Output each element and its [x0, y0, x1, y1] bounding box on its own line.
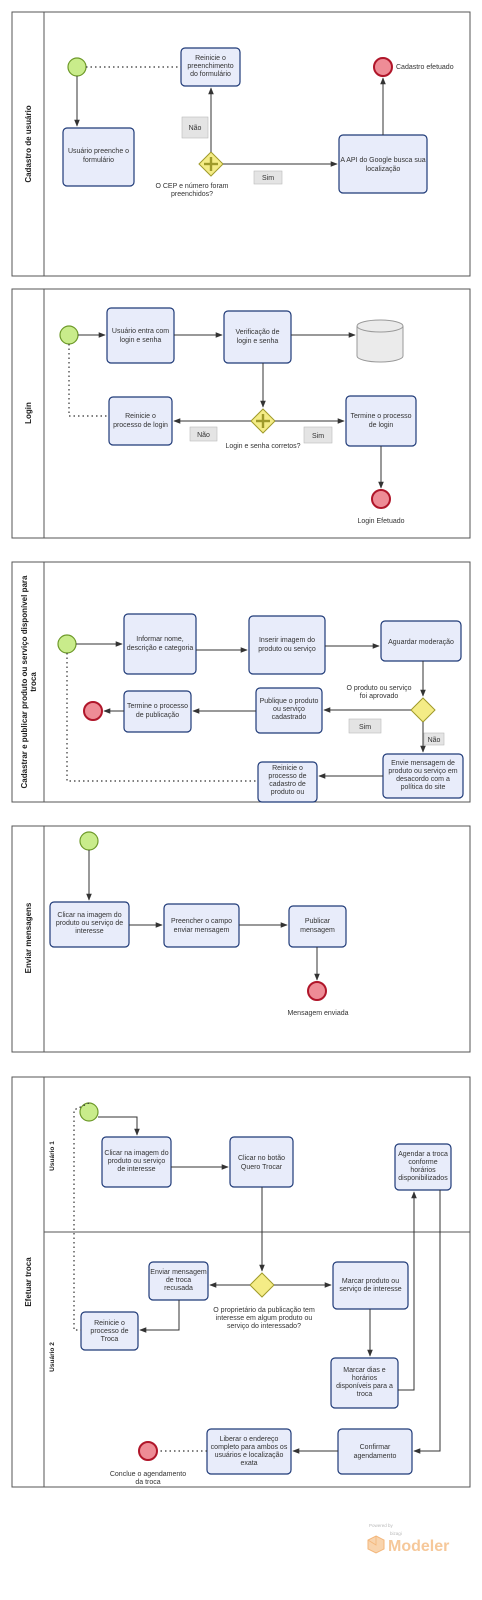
pool-troca: Efetuar troca Usuário 1 Usuário 2 Clicar…: [11, 1076, 471, 1488]
task-informar-label: Informar nome,descrição e categoria: [127, 636, 194, 652]
bizagi-logo-icon: [367, 1535, 385, 1554]
end-event: [307, 981, 327, 1001]
flag-sim-text: Sim: [262, 175, 274, 182]
task-verificacao[interactable]: [223, 310, 292, 364]
task-agendar-troca[interactable]: [394, 1143, 452, 1191]
flag-sim: [253, 170, 283, 185]
task-usuario-entra[interactable]: [106, 307, 175, 364]
end-cadastro-label: Cadastro efetuado: [396, 64, 454, 71]
task-clicar-quero-trocar[interactable]: [229, 1136, 294, 1188]
gateway-login-label: Login e senha corretos?: [225, 443, 300, 450]
pool-publicar-name-1: Cadastrar e publicar produto ou serviço …: [20, 575, 29, 788]
end-event: [83, 701, 103, 721]
task-marcar-dias[interactable]: [330, 1357, 399, 1409]
database-icon: [356, 319, 404, 363]
flag-nao-text: Não: [197, 432, 210, 439]
task-termine-login[interactable]: [345, 395, 417, 447]
task-usuario-preenche[interactable]: [62, 127, 135, 187]
gateway-cep: [198, 151, 224, 177]
flag-nao: [181, 116, 209, 139]
end-login-label: Login Efetuado: [357, 518, 404, 525]
brand-product: Modeler: [388, 1538, 449, 1555]
task-aguardar-label: Aguardar moderação: [388, 639, 454, 646]
start-event: [79, 831, 99, 851]
lane-usuario-2: Usuário 2: [49, 1342, 56, 1372]
task-reinicie-troca[interactable]: [80, 1311, 139, 1351]
start-event: [79, 1102, 99, 1122]
gateway-interesse: [249, 1272, 275, 1298]
pool-publicar-name-2: troca: [29, 672, 38, 692]
lane-usuario-1: Usuário 1: [49, 1141, 56, 1171]
start-event: [59, 325, 79, 345]
pool-publicar: Cadastrar e publicar produto ou serviço …: [11, 561, 471, 803]
gateway-login: [250, 408, 276, 434]
task-aguardar[interactable]: [380, 620, 462, 662]
pool-cadastro-name: Cadastro de usuário: [24, 105, 33, 182]
task-informar[interactable]: [123, 613, 197, 675]
flag-nao: [189, 426, 218, 442]
task-inserir-imagem[interactable]: [248, 615, 326, 675]
end-event: [373, 57, 393, 77]
start-event: [57, 634, 77, 654]
task-preencher-campo[interactable]: [163, 903, 240, 948]
flag-sim-text: Sim: [312, 433, 324, 440]
flag-sim: [348, 718, 382, 734]
flag-sim-text: Sim: [359, 724, 371, 731]
flag-nao: [423, 732, 445, 746]
pool-login-name: Login: [24, 402, 33, 424]
task-reinicie-login[interactable]: [108, 396, 173, 446]
pool-mensagens-name: Enviar mensagens: [24, 902, 33, 973]
end-event: [138, 1441, 158, 1461]
pool-troca-name: Efetuar troca: [24, 1257, 33, 1307]
task-confirmar-agendamento[interactable]: [337, 1428, 413, 1475]
task-reinicie-cadastro[interactable]: [257, 761, 318, 803]
start-event: [67, 57, 87, 77]
brand-company: bizagi: [390, 1531, 402, 1536]
flag-sim: [303, 426, 333, 444]
brand-powered: Powered by: [369, 1523, 394, 1528]
end-mensagem-label: Mensagem enviada: [287, 1010, 348, 1017]
end-event: [371, 489, 391, 509]
flag-nao-text: Não: [189, 125, 202, 132]
task-clicar-imagem-troca[interactable]: [101, 1136, 172, 1188]
bizagi-watermark: Powered by bizagi Modeler: [367, 1523, 449, 1555]
task-api-google[interactable]: [338, 134, 428, 194]
flag-nao-text: Não: [428, 737, 441, 744]
